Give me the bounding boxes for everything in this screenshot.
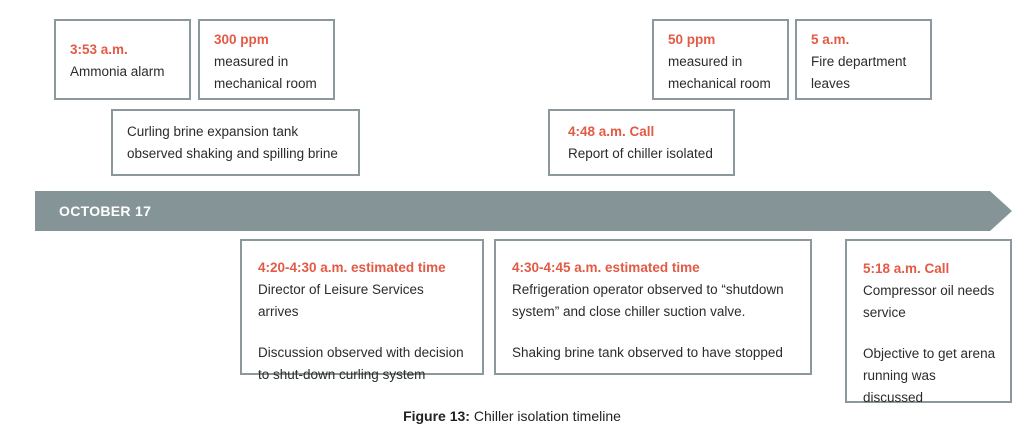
timeline-arrow-shape <box>35 191 1012 231</box>
timeline-date-label: OCTOBER 17 <box>59 203 152 219</box>
event-box-50ppm: 50 ppm measured in mechanical room <box>652 19 789 100</box>
event-text: mechanical room <box>668 76 771 91</box>
event-text: measured in <box>214 54 289 69</box>
event-text: Fire department <box>811 54 907 69</box>
event-time: 4:30-4:45 a.m. estimated time <box>512 260 700 275</box>
event-text: Curling brine expansion tank <box>127 124 299 139</box>
event-text: Ammonia alarm <box>70 64 165 79</box>
figure-caption-text: Chiller isolation timeline <box>469 408 621 424</box>
event-box-director-arrives: 4:20-4:30 a.m. estimated time Director o… <box>240 239 484 382</box>
event-text: to shut-down curling system <box>258 367 426 382</box>
event-text: Shaking brine tank observed to have stop… <box>512 345 783 360</box>
event-text: observed shaking and spilling brine <box>127 146 338 161</box>
event-text: Discussion observed with decision <box>258 345 464 360</box>
event-text: Compressor oil needs <box>863 283 995 298</box>
event-time: 4:20-4:30 a.m. estimated time <box>258 260 446 275</box>
event-text: Refrigeration operator observed to “shut… <box>512 282 784 297</box>
event-box-brine-tank-shaking: Curling brine expansion tank observed sh… <box>111 109 360 176</box>
event-time: 5:18 a.m. Call <box>863 261 950 276</box>
event-box-chiller-isolated-call: 4:48 a.m. Call Report of chiller isolate… <box>548 109 735 176</box>
event-measurement: 300 ppm <box>214 32 269 47</box>
event-box-refrigeration-operator: 4:30-4:45 a.m. estimated time Refrigerat… <box>494 239 812 375</box>
event-text: running was discussed <box>863 368 936 405</box>
event-time: 5 a.m. <box>811 32 850 47</box>
figure-caption: Figure 13: Chiller isolation timeline <box>0 408 1024 424</box>
event-time: 3:53 a.m. <box>70 42 128 57</box>
event-box-fire-department-leaves: 5 a.m. Fire department leaves <box>795 19 932 100</box>
event-text: mechanical room <box>214 76 317 91</box>
event-text: leaves <box>811 76 851 91</box>
event-text: measured in <box>668 54 743 69</box>
event-time: 4:48 a.m. Call <box>568 124 655 139</box>
event-text: Objective to get arena <box>863 346 996 361</box>
event-box-300ppm: 300 ppm measured in mechanical room <box>198 19 335 100</box>
figure-caption-label: Figure 13: <box>403 408 470 424</box>
event-text: service <box>863 305 906 320</box>
event-box-ammonia-alarm: 3:53 a.m. Ammonia alarm <box>54 19 191 100</box>
event-text: Report of chiller isolated <box>568 146 713 161</box>
event-text: system” and close chiller suction valve. <box>512 304 746 319</box>
event-text: Director of Leisure Services arrives <box>258 282 424 319</box>
event-box-compressor-oil-call: 5:18 a.m. Call Compressor oil needs serv… <box>845 239 1012 405</box>
event-measurement: 50 ppm <box>668 32 716 47</box>
timeline-arrow: OCTOBER 17 <box>35 191 1012 231</box>
